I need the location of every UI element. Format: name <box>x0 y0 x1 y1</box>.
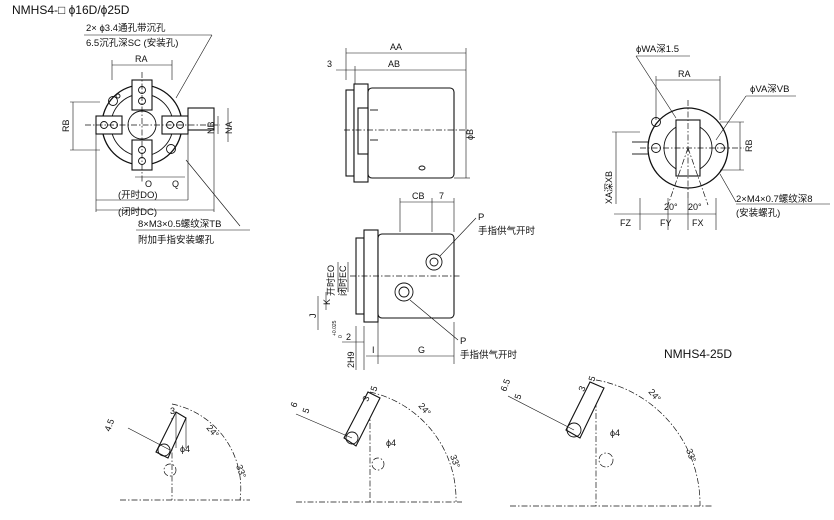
finger3-dim-d2: 5 <box>512 393 523 401</box>
top-close-DC: (闭时DC) <box>118 206 157 218</box>
right-dim-FY: FY <box>660 218 672 228</box>
hole-note-line2: 6.5沉孔深SC (安装孔) <box>86 37 178 49</box>
finger-detail-1: 4.5 3 24° 33° ϕ4 <box>102 403 250 501</box>
finger-detail-3: 6.5 5 3 5 24° 33° ϕ4 <box>498 375 712 507</box>
right-dim-FX: FX <box>692 218 704 228</box>
finger3-dim-d4: 5 <box>586 375 597 383</box>
front-dim-J: J <box>308 314 318 319</box>
finger1-angle-a: 24° <box>204 423 221 440</box>
top-open-DO: (开时DO) <box>118 189 158 201</box>
finger3-phi: ϕ4 <box>610 428 620 438</box>
hole-note-line1: 2× ϕ3.4通孔带沉孔 <box>86 23 166 34</box>
right-angle-1: 20° <box>664 202 678 212</box>
finger1-dim-d1: 4.5 <box>102 418 116 433</box>
right-view: ϕWA深1.5 RA ϕVA深VB RB XA深XB 20° 20° <box>604 44 830 230</box>
finger2-phi: ϕ4 <box>386 438 396 448</box>
right-dim-WA: ϕWA深1.5 <box>636 44 679 55</box>
finger3-angle-b: 33° <box>684 447 698 464</box>
top-screw-note-line2: 附加手指安装螺孔 <box>138 234 215 246</box>
right-dim-FZ: FZ <box>620 218 631 228</box>
right-dim-XA: XA深XB <box>604 171 614 204</box>
right-screw-note-line2: (安装螺孔) <box>736 207 780 219</box>
finger3-angle-a: 24° <box>646 387 663 404</box>
finger2-angle-b: 33° <box>448 453 462 470</box>
top-dim-Q: Q <box>172 179 179 189</box>
front-dim-G: G <box>418 345 425 355</box>
finger1-dim-d2: 3 <box>170 406 175 416</box>
finger3-dim-d1: 6.5 <box>498 378 512 393</box>
side-dim-phiB: ϕB <box>465 129 475 140</box>
side-dim-3: 3 <box>327 59 332 69</box>
right-screw-note-line1: 2×M4×0.7螺纹深8 <box>736 193 813 205</box>
front-view: CB 7 P 手指供气开时 P 手指供气开时 开时EO 闭时EC K J 2 2… <box>308 191 536 370</box>
top-screw-note-line1: 8×M3×0.5螺纹深TB <box>138 218 221 230</box>
finger1-angle-b: 33° <box>234 463 248 480</box>
front-dim-2: 2 <box>346 332 351 342</box>
front-dim-K: K <box>322 299 332 305</box>
top-dim-NA: NA <box>224 121 234 134</box>
finger-detail-2: 6 5 3 5 24° 33° ϕ4 <box>288 385 462 503</box>
front-port-P-top: P <box>478 212 484 223</box>
front-dim-7: 7 <box>439 191 444 201</box>
front-dim-I: I <box>372 345 375 355</box>
side-dim-AB: AB <box>388 59 400 69</box>
right-dim-RB: RB <box>744 139 754 152</box>
finger3-dim-d3: 3 <box>576 385 587 393</box>
right-dim-RA: RA <box>678 69 691 79</box>
top-view: 2× ϕ3.4通孔带沉孔 6.5沉孔深SC (安装孔) RA <box>61 23 250 246</box>
finger2-dim-d3: 3 <box>360 395 371 403</box>
front-dim-2H9: 2H9 <box>346 351 356 368</box>
right-angle-2: 20° <box>688 202 702 212</box>
front-port-text-bottom: 手指供气开时 <box>460 349 518 361</box>
front-port-text-top: 手指供气开时 <box>478 225 536 237</box>
top-dim-NB: NB <box>206 121 216 134</box>
top-dim-RB: RB <box>61 119 71 132</box>
right-dim-VA: ϕVA深VB <box>750 84 789 95</box>
drawing-title: NMHS4-□ ϕ16D/ϕ25D <box>12 3 130 17</box>
finger2-dim-d1: 6 <box>288 401 299 409</box>
finger2-angle-a: 24° <box>416 401 433 418</box>
front-open-EO: 开时EO <box>325 265 336 296</box>
model-label: NMHS4-25D <box>664 347 732 361</box>
finger2-dim-d2: 5 <box>300 407 311 415</box>
front-dim-CB: CB <box>412 191 425 201</box>
finger1-phi: ϕ4 <box>180 444 190 454</box>
front-close-EC: 闭时EC <box>337 265 348 296</box>
side-view: AA AB 3 ϕB <box>327 42 475 183</box>
front-tol-lower: 0 <box>338 335 344 338</box>
top-dim-RA: RA <box>135 54 148 64</box>
front-tol-upper: +0.025 <box>332 320 338 336</box>
top-dim-O: O <box>145 179 152 189</box>
front-port-P-bottom: P <box>460 336 466 347</box>
side-dim-AA: AA <box>390 42 402 52</box>
finger2-dim-d4: 5 <box>368 385 379 393</box>
